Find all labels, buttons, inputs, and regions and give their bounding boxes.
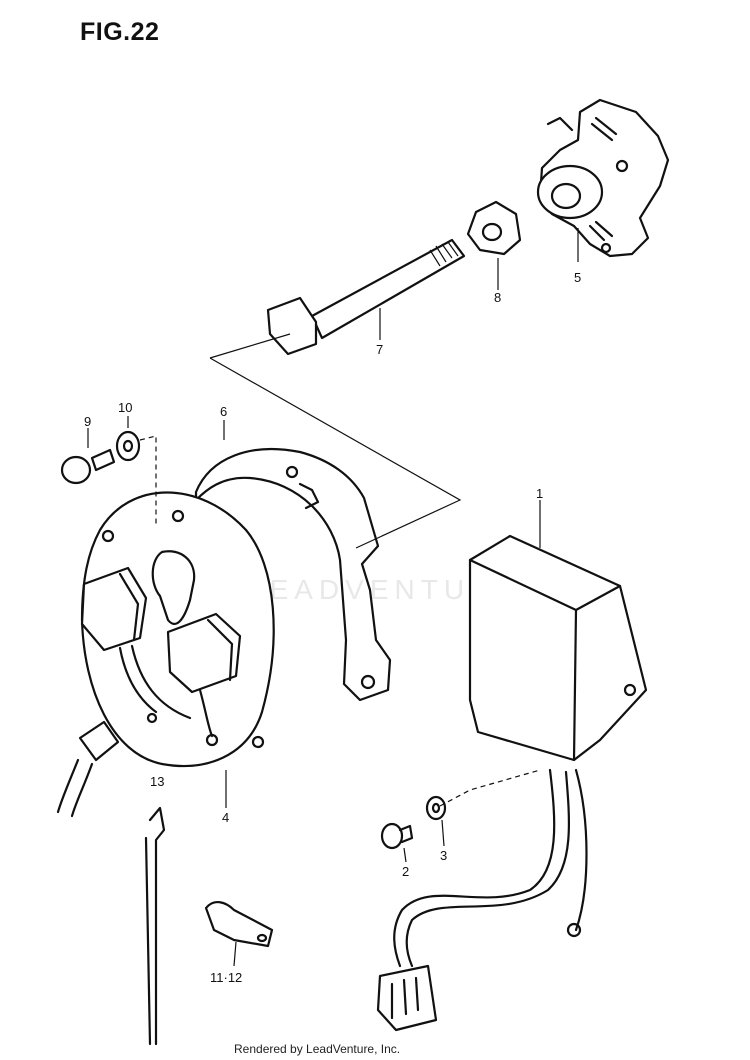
callout-9[interactable]: 9 xyxy=(84,414,92,429)
callout-2[interactable]: 2 xyxy=(402,864,410,879)
part-1-cdi-unit[interactable] xyxy=(376,534,648,1032)
callout-7[interactable]: 7 xyxy=(376,342,384,357)
callout-5[interactable]: 5 xyxy=(574,270,582,285)
callout-10[interactable]: 10 xyxy=(118,400,133,415)
part-8-nut[interactable] xyxy=(466,200,522,256)
callout-4[interactable]: 4 xyxy=(222,810,230,825)
part-10-washer[interactable] xyxy=(115,430,141,462)
callout-6[interactable]: 6 xyxy=(220,404,228,419)
part-6-bracket[interactable] xyxy=(194,448,392,702)
part-4-stator-plate[interactable] xyxy=(56,491,275,818)
reference-lines xyxy=(139,333,541,807)
callout-3[interactable]: 3 xyxy=(440,848,448,863)
figure-title: FIG.22 xyxy=(80,18,160,46)
part-2-screw[interactable] xyxy=(380,822,414,850)
part-13-strap[interactable] xyxy=(144,806,166,1046)
callout-13[interactable]: 13 xyxy=(150,774,165,789)
part-5-pickup-coil[interactable] xyxy=(536,98,670,258)
leader-lines xyxy=(87,228,579,967)
part-9-screw[interactable] xyxy=(60,448,116,485)
callout-8[interactable]: 8 xyxy=(494,290,502,305)
render-credit: Rendered by LeadVenture, Inc. xyxy=(234,1042,401,1056)
part-7-bolt[interactable] xyxy=(266,238,466,356)
callout-1[interactable]: 1 xyxy=(536,486,544,501)
part-3-washer[interactable] xyxy=(425,795,447,821)
part-11-12-clamp[interactable] xyxy=(204,901,274,948)
callout-11-12[interactable]: 11·12 xyxy=(210,970,243,985)
